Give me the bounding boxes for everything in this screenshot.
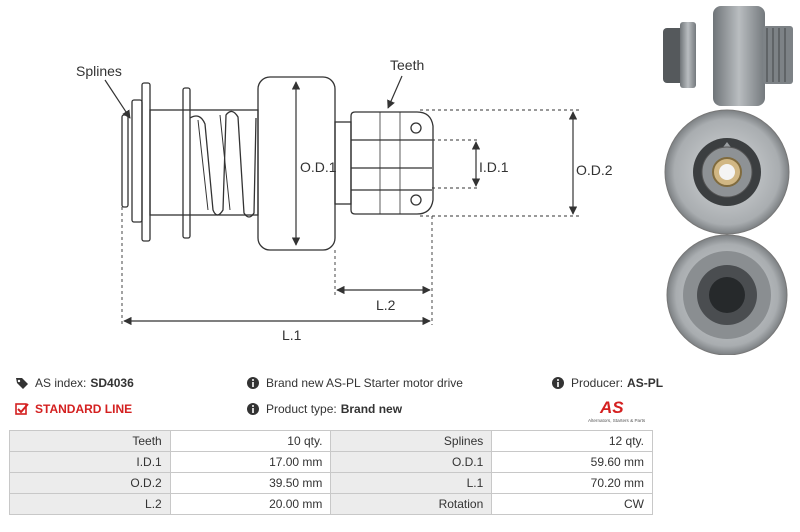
teeth-label: Teeth bbox=[390, 57, 424, 73]
photo-side-view bbox=[663, 6, 793, 106]
spec-key: Splines bbox=[330, 430, 493, 452]
spec-key: L.1 bbox=[330, 472, 493, 494]
technical-drawing: Splines Teeth O.D.1 I.D.1 O.D.2 L.2 L.1 bbox=[76, 57, 613, 343]
description-text: Brand new AS-PL Starter motor drive bbox=[266, 376, 463, 390]
producer: Producer: AS-PL bbox=[551, 376, 663, 390]
producer-label: Producer: bbox=[571, 376, 624, 390]
as-index: AS index: SD4036 bbox=[15, 376, 134, 390]
second-flange bbox=[182, 87, 191, 239]
hub bbox=[149, 109, 259, 216]
spec-key: L.2 bbox=[9, 493, 171, 515]
photo-front-view bbox=[664, 109, 790, 235]
checkbox-icon bbox=[15, 403, 29, 415]
spec-key: Rotation bbox=[330, 493, 493, 515]
spring bbox=[189, 110, 257, 218]
as-index-label: AS index: bbox=[35, 376, 87, 390]
shaft bbox=[334, 121, 352, 205]
left-collar bbox=[131, 99, 143, 223]
spec-value: CW bbox=[491, 493, 653, 515]
l2-label: L.2 bbox=[376, 297, 396, 313]
product-photos bbox=[663, 6, 793, 355]
description: Brand new AS-PL Starter motor drive bbox=[246, 376, 463, 390]
spec-key: I.D.1 bbox=[9, 451, 171, 473]
outer-flange bbox=[141, 82, 151, 242]
od1-label: O.D.1 bbox=[300, 159, 337, 175]
pinion bbox=[350, 111, 434, 215]
as-index-value: SD4036 bbox=[90, 376, 134, 390]
spec-value: 17.00 mm bbox=[169, 451, 332, 473]
spec-value: 70.20 mm bbox=[491, 472, 653, 494]
svg-text:Alternators, Starters & Parts: Alternators, Starters & Parts bbox=[588, 418, 646, 423]
info-icon bbox=[247, 377, 259, 389]
spec-key: Teeth bbox=[9, 430, 171, 452]
od2-label: O.D.2 bbox=[576, 162, 613, 178]
spec-key: O.D.1 bbox=[330, 451, 493, 473]
spec-key: O.D.2 bbox=[9, 472, 171, 494]
photo-back-view bbox=[666, 234, 788, 355]
spec-value: 12 qty. bbox=[491, 430, 653, 452]
info-icon bbox=[552, 377, 564, 389]
teeth-leader bbox=[387, 75, 403, 109]
spec-value: 39.50 mm bbox=[169, 472, 332, 494]
tag-icon bbox=[16, 378, 28, 389]
id1-label: I.D.1 bbox=[479, 159, 509, 175]
left-flange bbox=[121, 114, 129, 208]
svg-text:AS: AS bbox=[599, 398, 624, 417]
producer-value: AS-PL bbox=[627, 376, 664, 390]
spec-value: 59.60 mm bbox=[491, 451, 653, 473]
splines-leader bbox=[104, 79, 131, 119]
splines-label: Splines bbox=[76, 63, 122, 79]
product-type: Product type: Brand new bbox=[246, 402, 402, 416]
product-type-label: Product type: bbox=[266, 402, 337, 416]
info-icon bbox=[247, 403, 259, 415]
l1-label: L.1 bbox=[282, 327, 302, 343]
product-line: STANDARD LINE bbox=[15, 402, 132, 416]
standard-line-label: STANDARD LINE bbox=[35, 402, 133, 416]
as-pl-logo: AS Alternators, Starters & Parts bbox=[588, 398, 646, 423]
spec-value: 10 qty. bbox=[169, 430, 332, 452]
spec-value: 20.00 mm bbox=[169, 493, 332, 515]
product-type-value: Brand new bbox=[340, 402, 403, 416]
